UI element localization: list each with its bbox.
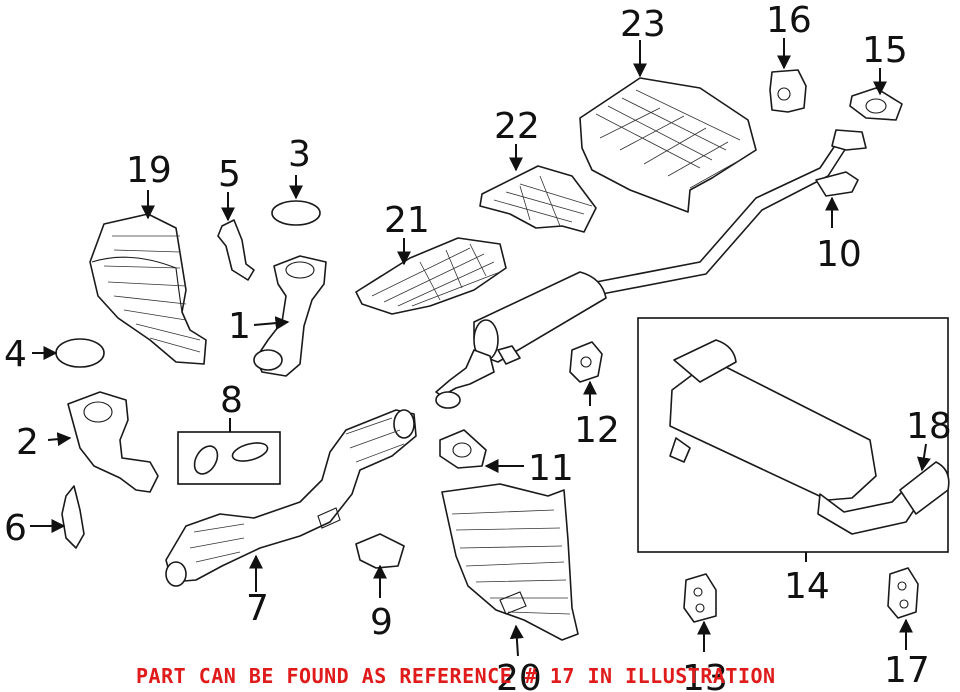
callout-20[interactable]: 20 xyxy=(496,658,542,692)
callout-9[interactable]: 9 xyxy=(370,602,393,643)
callout-5[interactable]: 5 xyxy=(218,154,241,195)
part-resonator[interactable] xyxy=(435,271,607,409)
part-17-hanger[interactable] xyxy=(887,567,919,619)
arrow-icon xyxy=(253,316,290,331)
part-3-gasket[interactable] xyxy=(271,200,321,226)
callout-1[interactable]: 1 xyxy=(228,306,251,347)
arrow-icon xyxy=(47,432,72,447)
part-9-bracket[interactable] xyxy=(355,533,405,569)
part-5-bracket[interactable] xyxy=(217,219,255,281)
callout-16[interactable]: 16 xyxy=(766,0,812,41)
callout-17[interactable]: 17 xyxy=(884,650,930,691)
part-19-heat-shield[interactable] xyxy=(89,213,207,365)
callout-13[interactable]: 13 xyxy=(682,658,728,692)
part-4-gasket[interactable] xyxy=(55,338,105,368)
leader-arrows xyxy=(30,38,931,657)
part-center-pipe[interactable] xyxy=(595,129,867,295)
part-7-y-pipe[interactable] xyxy=(165,409,417,587)
part-11-gasket[interactable] xyxy=(439,429,487,469)
callout-labels: 1 2 3 4 5 6 7 8 9 10 11 12 13 14 15 16 1… xyxy=(4,0,952,692)
part-2-front-pipe[interactable] xyxy=(67,391,159,493)
callout-18[interactable]: 18 xyxy=(906,406,952,447)
part-16-hanger[interactable] xyxy=(769,69,807,113)
part-10-bracket[interactable] xyxy=(815,171,859,197)
part-8-gasket-set[interactable] xyxy=(177,431,281,485)
callout-21[interactable]: 21 xyxy=(384,200,430,241)
part-14-assembly-box xyxy=(637,317,949,553)
part-14-rear-muffler[interactable] xyxy=(669,339,950,535)
callout-12[interactable]: 12 xyxy=(574,410,620,451)
part-12-hanger[interactable] xyxy=(569,341,603,383)
callout-7[interactable]: 7 xyxy=(246,588,269,629)
arrow-icon xyxy=(509,624,524,657)
part-1-front-pipe[interactable] xyxy=(253,255,327,377)
arrow-icon xyxy=(916,443,931,472)
callout-2[interactable]: 2 xyxy=(16,422,39,463)
callout-3[interactable]: 3 xyxy=(288,134,311,175)
callout-4[interactable]: 4 xyxy=(4,334,27,375)
callout-19[interactable]: 19 xyxy=(126,150,172,191)
callout-11[interactable]: 11 xyxy=(528,448,574,489)
reference-notice: PART CAN BE FOUND AS REFERENCE # 17 IN I… xyxy=(136,664,776,688)
part-15-gasket[interactable] xyxy=(849,87,903,121)
callout-10[interactable]: 10 xyxy=(816,234,862,275)
callout-14[interactable]: 14 xyxy=(784,566,830,607)
part-22-heat-shield[interactable] xyxy=(479,165,597,233)
callout-15[interactable]: 15 xyxy=(862,30,908,71)
callout-6[interactable]: 6 xyxy=(4,508,27,549)
part-13-hanger[interactable] xyxy=(683,573,717,623)
part-23-heat-shield[interactable] xyxy=(579,77,757,213)
part-6-bracket[interactable] xyxy=(61,485,85,549)
callout-23[interactable]: 23 xyxy=(620,4,666,45)
callout-8[interactable]: 8 xyxy=(220,380,243,421)
callout-22[interactable]: 22 xyxy=(494,106,540,147)
part-20-heat-shield[interactable] xyxy=(441,483,579,641)
part-21-heat-shield[interactable] xyxy=(355,237,507,315)
